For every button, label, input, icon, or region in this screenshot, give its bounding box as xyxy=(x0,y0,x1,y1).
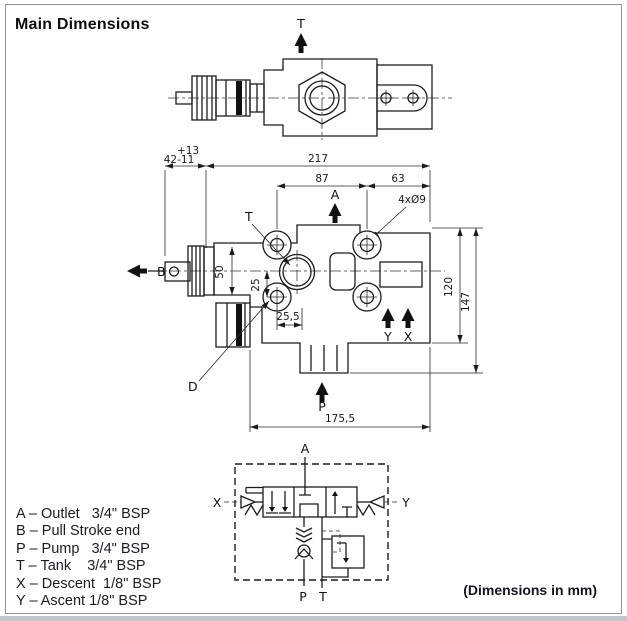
dim-body-height: 50 xyxy=(214,265,226,278)
dim-hole-offset-h: 25,5 xyxy=(276,311,299,323)
port-label-t-front: T xyxy=(244,209,253,224)
schematic-label-y: Y xyxy=(401,495,410,510)
legend-item-t: T – Tank 3/4" BSP xyxy=(16,558,146,575)
hydraulic-schematic: A X Y xyxy=(213,441,410,604)
port-label-a: A xyxy=(331,187,340,202)
port-label-t-top: T xyxy=(296,16,305,31)
dimensions-note: (Dimensions in mm) xyxy=(463,582,597,598)
port-label-y: Y xyxy=(383,329,392,344)
dim-total-height: 147 xyxy=(460,292,472,312)
port-label-b: B xyxy=(157,264,166,279)
page-title: Main Dimensions xyxy=(15,16,150,33)
schematic-label-t: T xyxy=(318,589,327,604)
dim-bottom-width: 175,5 xyxy=(325,413,355,425)
top-view: T xyxy=(168,16,452,140)
legend-item-x: X – Descent 1/8" BSP xyxy=(16,575,162,592)
dim-spring-nominal: 42-11 xyxy=(164,154,195,166)
port-legend: A – Outlet 3/4" BSP B – Pull Stroke end … xyxy=(16,506,161,610)
dim-mounting-holes: 4xØ9 xyxy=(398,194,426,206)
b-port-arrow-icon xyxy=(127,264,147,278)
x-port-arrow-icon xyxy=(401,308,415,328)
schematic-label-a: A xyxy=(301,441,310,456)
port-label-x: X xyxy=(404,329,413,344)
page-edge-shadow xyxy=(0,616,627,621)
front-dimensions: 50 25 25,5 120 147 175,5 xyxy=(214,227,483,432)
legend-item-p: P – Pump 3/4" BSP xyxy=(16,540,150,557)
legend-item-y: Y – Ascent 1/8" BSP xyxy=(16,593,148,610)
legend-item-b: B – Pull Stroke end xyxy=(16,523,141,540)
t-port-arrow-icon xyxy=(294,33,308,53)
schematic-label-p: P xyxy=(299,589,307,604)
upper-dimensions: +13 42-11 217 87 63 4xØ9 xyxy=(164,145,431,256)
dim-hole-offset-v: 25 xyxy=(250,278,262,291)
dim-flange-height: 120 xyxy=(443,277,455,297)
front-view: A B P Y X T D xyxy=(127,187,445,414)
legend-item-a: A – Outlet 3/4" BSP xyxy=(16,506,151,522)
dim-overall-width: 217 xyxy=(308,153,328,165)
a-port-arrow-icon xyxy=(328,203,342,223)
dim-hole-pitch: 87 xyxy=(315,173,328,185)
dim-edge-offset: 63 xyxy=(391,173,404,185)
port-label-p: P xyxy=(318,399,326,414)
y-port-arrow-icon xyxy=(381,308,395,328)
label-d: D xyxy=(188,379,198,394)
schematic-label-x: X xyxy=(213,495,222,510)
dim-spring-tol-plus: +13 xyxy=(177,145,199,157)
